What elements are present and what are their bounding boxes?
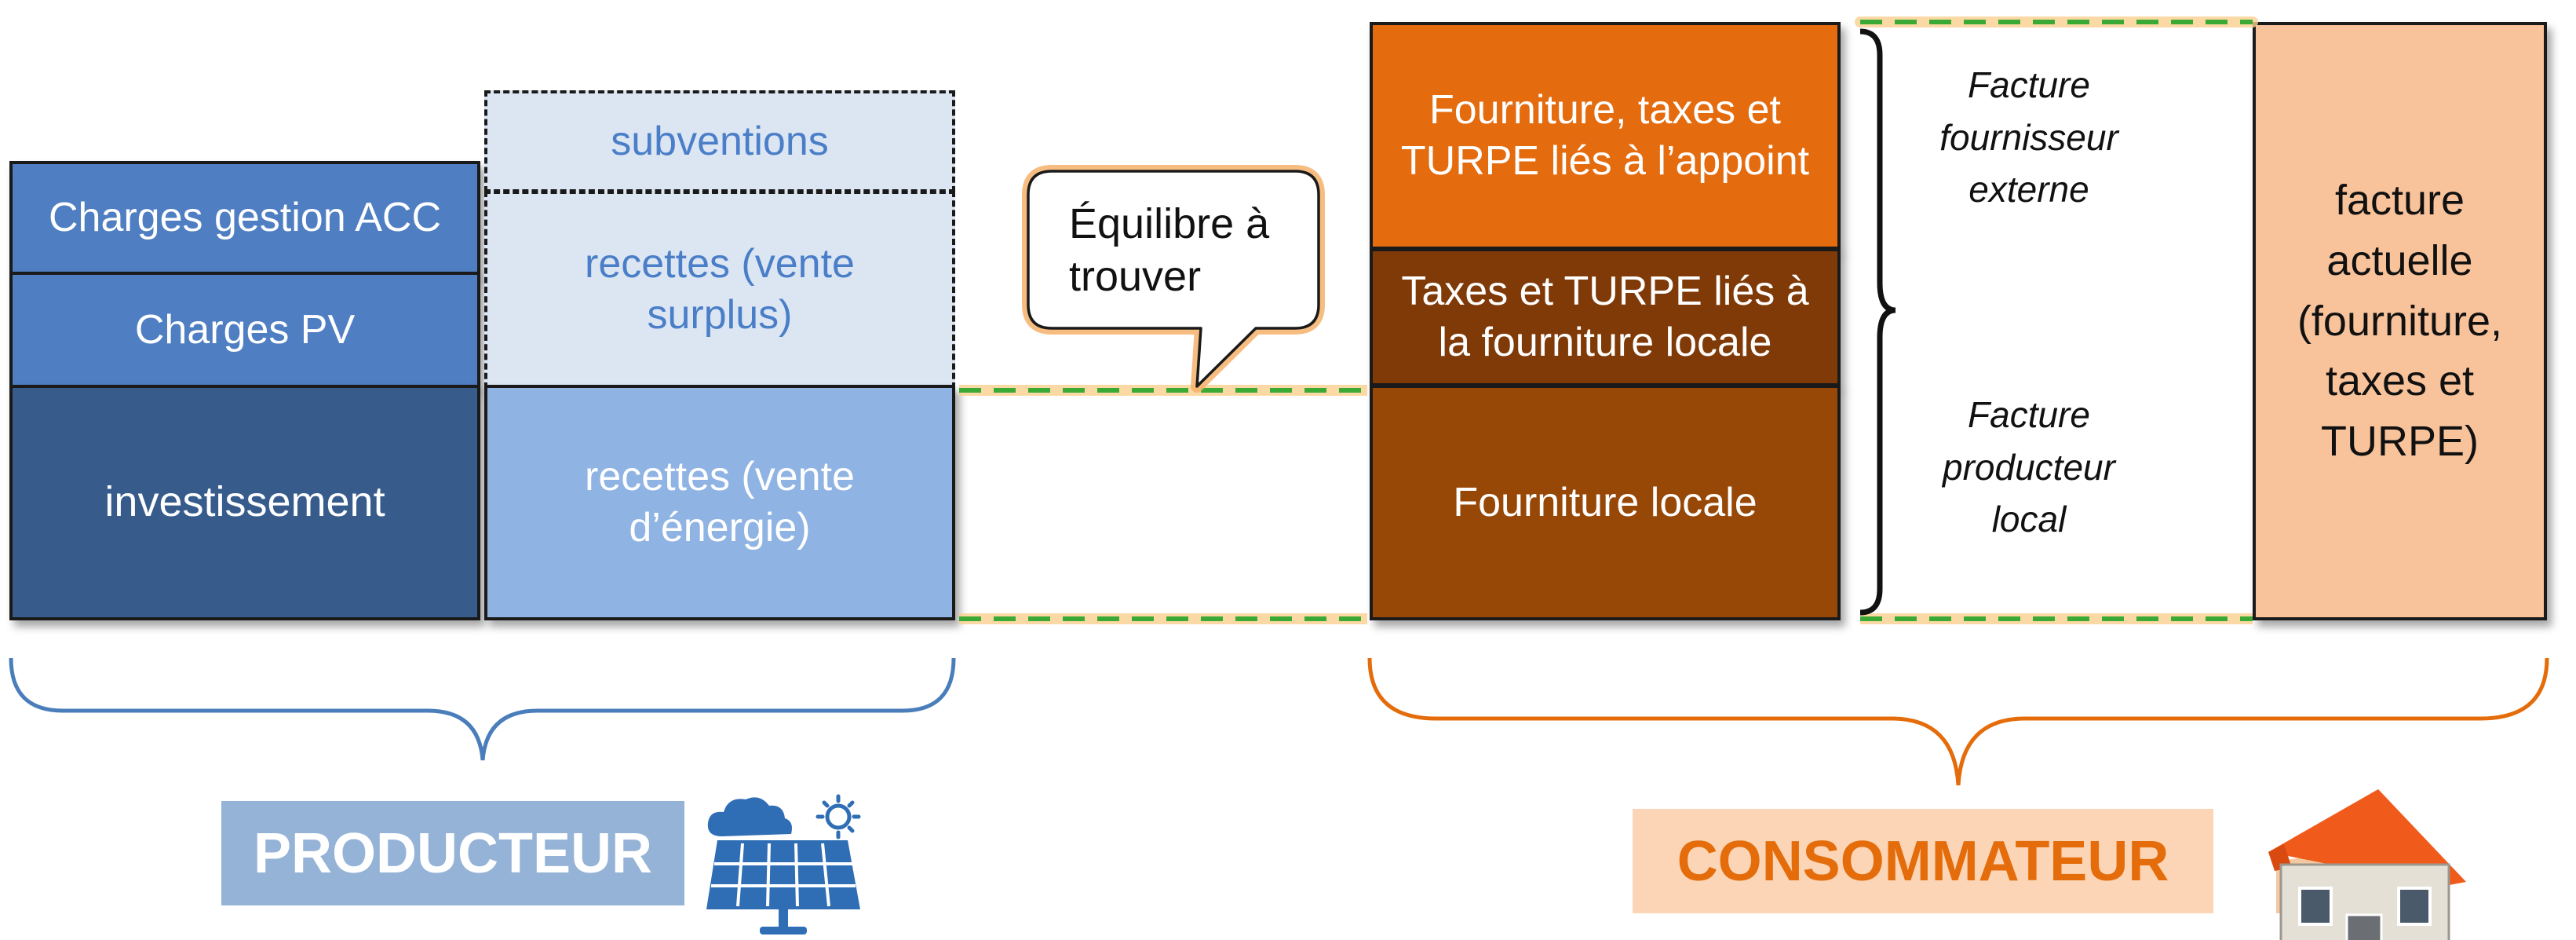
investissement-label: investissement [104, 478, 385, 526]
consumer-split-brace [1859, 28, 1896, 616]
facture-locale-label: Facture producteur local [1943, 393, 2115, 540]
house-icon [2268, 789, 2466, 940]
recettes-surplus-block: recettes (vente surplus) [484, 191, 955, 389]
charges-gestion-acc-block: Charges gestion ACC [9, 161, 480, 275]
consumer-label-box: CONSOMMATEUR [1633, 809, 2213, 913]
facture-actuelle-label: facture actuelle (fourniture, taxes et T… [2297, 177, 2503, 465]
charges-pv-label: Charges PV [134, 306, 356, 353]
subventions-block: subventions [484, 90, 955, 192]
callout-label: Équilibre à trouver [1069, 199, 1270, 301]
producer-brace [9, 657, 956, 761]
consumer-brace [1367, 657, 2549, 786]
facture-externe-text: Facture fournisseur externe [1892, 55, 2166, 220]
producer-label: PRODUCTEUR [253, 821, 652, 885]
subventions-label: subventions [611, 118, 829, 164]
fourniture-locale-label: Fourniture locale [1453, 479, 1757, 525]
callout-text: Équilibre à trouver [1036, 179, 1311, 322]
fourniture-locale-block: Fourniture locale [1370, 385, 1841, 620]
taxes-turpe-locale-label: Taxes et TURPE liés à la fourniture loca… [1401, 269, 1809, 365]
recettes-surplus-label: recettes (vente surplus) [585, 241, 855, 338]
producer-label-box: PRODUCTEUR [221, 801, 684, 905]
recettes-energie-block: recettes (vente d’énergie) [484, 385, 955, 620]
fourniture-appoint-block: Fourniture, taxes et TURPE liés à l’appo… [1370, 22, 1841, 250]
facture-actuelle-block: facture actuelle (fourniture, taxes et T… [2253, 22, 2547, 620]
investissement-block: investissement [9, 385, 480, 620]
solar-panel-icon [706, 794, 861, 935]
facture-locale-text: Facture producteur local [1892, 385, 2166, 550]
recettes-energie-label: recettes (vente d’énergie) [585, 454, 855, 550]
facture-externe-label: Facture fournisseur externe [1939, 64, 2118, 210]
charges-gestion-acc-label: Charges gestion ACC [48, 195, 442, 240]
consumer-label: CONSOMMATEUR [1677, 829, 2169, 893]
fourniture-appoint-label: Fourniture, taxes et TURPE liés à l’appo… [1400, 87, 1810, 184]
callout-bubble-outline [1027, 170, 1320, 388]
